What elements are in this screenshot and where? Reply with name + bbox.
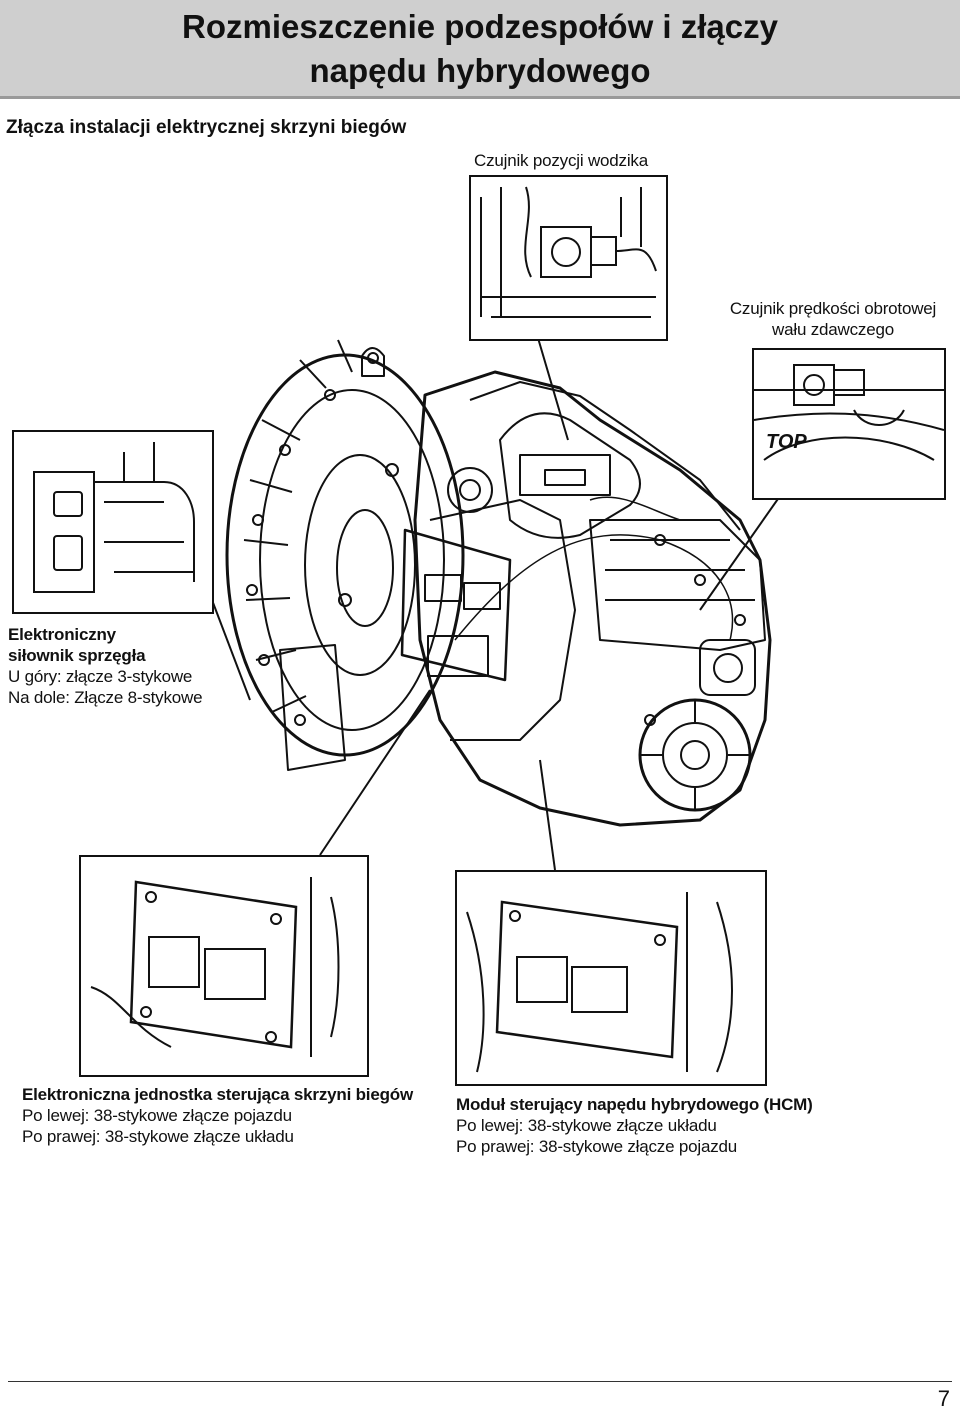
label-output-speed-line2: wału zdawczego xyxy=(772,320,894,339)
output-speed-sensor-drawing: TOP xyxy=(754,364,944,461)
inset-shift-sensor xyxy=(469,175,668,341)
tcu-drawing xyxy=(90,877,340,1057)
label-tcu: Elektroniczna jednostka sterująca skrzyn… xyxy=(22,1084,413,1147)
section-title: Złącza instalacji elektrycznej skrzyni b… xyxy=(6,117,407,138)
footer-rule xyxy=(8,1381,952,1382)
inset-output-speed-sensor: TOP xyxy=(752,348,946,500)
hcm-drawing xyxy=(466,892,733,1073)
title-band: Rozmieszczenie podzespołów i złączy napę… xyxy=(0,0,960,99)
inset-tcu xyxy=(79,855,369,1077)
label-output-speed-sensor: Czujnik prędkości obrotowej wału zdawcze… xyxy=(722,298,944,340)
label-clutch-line3: U góry: złącze 3-stykowe xyxy=(8,667,193,686)
label-clutch-line1: Elektroniczny xyxy=(8,625,116,644)
label-tcu-line1: Elektroniczna jednostka sterująca skrzyn… xyxy=(22,1085,413,1104)
label-hcm-line2: Po lewej: 38-stykowe złącze układu xyxy=(456,1116,717,1135)
label-tcu-line3: Po prawej: 38-stykowe złącze układu xyxy=(22,1127,294,1146)
label-tcu-line2: Po lewej: 38-stykowe złącze pojazdu xyxy=(22,1106,292,1125)
label-shift-sensor: Czujnik pozycji wodzika xyxy=(474,151,648,170)
clutch-actuator-drawing xyxy=(33,442,195,593)
label-hcm-line3: Po prawej: 38-stykowe złącze pojazdu xyxy=(456,1137,738,1156)
label-hcm-line1: Moduł sterujący napędu hybrydowego (HCM) xyxy=(456,1095,813,1114)
page-title-line1: Rozmieszczenie podzespołów i złączy xyxy=(182,8,778,45)
label-output-speed-line1: Czujnik prędkości obrotowej xyxy=(729,299,937,318)
page-number: 7 xyxy=(937,1386,950,1411)
shift-sensor-drawing xyxy=(480,186,657,318)
inset-hcm xyxy=(455,870,767,1086)
page-title-line2: napędu hybrydowego xyxy=(309,52,651,89)
label-hcm: Moduł sterujący napędu hybrydowego (HCM)… xyxy=(456,1094,813,1157)
label-clutch-line2: siłownik sprzęgła xyxy=(8,646,146,665)
label-clutch-line4: Na dole: Złącze 8-stykowe xyxy=(8,688,203,707)
top-sticker-text: TOP xyxy=(766,431,807,453)
inset-clutch-actuator xyxy=(12,430,214,614)
label-clutch-actuator: Elektroniczny siłownik sprzęgła U góry: … xyxy=(8,624,203,708)
